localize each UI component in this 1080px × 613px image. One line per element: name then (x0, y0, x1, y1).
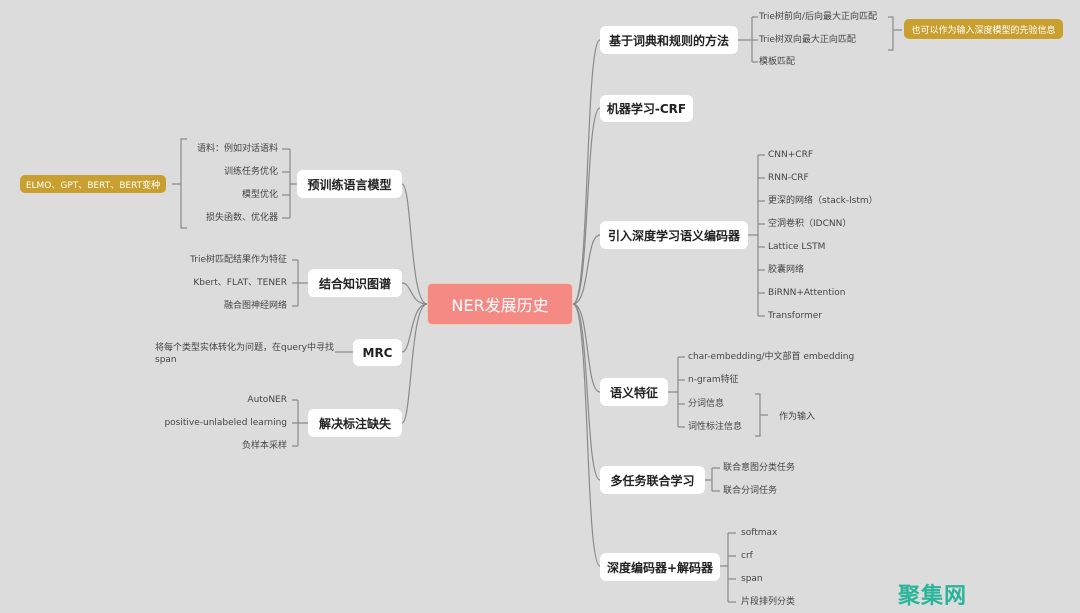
leaf: Trie树双向最大正向匹配 (759, 35, 856, 45)
leaf: 胶囊网络 (768, 265, 805, 275)
leaf: 训练任务优化 (223, 167, 278, 177)
branch-pretrained-lm[interactable]: 预训练语言模型 (297, 170, 402, 198)
leaf: 联合分词任务 (723, 486, 778, 496)
branch-mrc[interactable]: MRC (353, 339, 402, 366)
branch-dictionary-rules[interactable]: 基于词典和规则的方法 (600, 26, 738, 54)
leaf: 模型优化 (241, 190, 278, 200)
branch-encoder-decoder[interactable]: 深度编码器+解码器 (600, 553, 720, 581)
leaf: 将每个类型实体转化为问题，在query中寻找span (155, 343, 334, 365)
note-prior-info: 也可以作为输入深度模型的先验信息 (904, 19, 1063, 39)
branch-missing-labels[interactable]: 解决标注缺失 (308, 409, 402, 437)
leaf: 更深的网络（stack-lstm） (768, 196, 878, 206)
leaf: 负样本采样 (241, 441, 287, 451)
leaf: CNN+CRF (768, 150, 814, 160)
leaf: n-gram特征 (688, 375, 739, 385)
leaf: 模板匹配 (759, 57, 796, 67)
leaf: Transformer (768, 311, 823, 321)
branch-deep-encoder[interactable]: 引入深度学习语义编码器 (600, 221, 748, 249)
leaf: Kbert、FLAT、TENER (193, 278, 287, 288)
leaf: AutoNER (247, 395, 287, 405)
watermark-logo: 聚集网 (898, 584, 968, 609)
central-node[interactable]: NER发展历史 (427, 283, 573, 325)
leaf: char-embedding/中文部首 embedding (688, 352, 855, 362)
leaf: 词性标注信息 (688, 422, 743, 432)
leaf: 空洞卷积（IDCNN） (768, 219, 852, 229)
leaf: Trie树匹配结果作为特征 (190, 255, 287, 265)
note-as-input: 作为输入 (779, 412, 816, 422)
leaf: 片段排列分类 (741, 597, 796, 607)
leaf: Trie树前向/后向最大正向匹配 (759, 12, 877, 22)
leaf: 融合图神经网络 (223, 301, 287, 311)
leaf: Lattice LSTM (768, 242, 826, 252)
branch-knowledge-graph[interactable]: 结合知识图谱 (308, 269, 402, 297)
leaf: crf (741, 551, 753, 561)
note-model-list: ELMO、GPT、BERT、BERT变种 (20, 175, 166, 193)
leaf: positive-unlabeled learning (164, 418, 287, 428)
leaf: RNN-CRF (768, 173, 809, 183)
leaf: 语料：例如对话语料 (196, 144, 278, 154)
branch-multitask[interactable]: 多任务联合学习 (600, 466, 705, 494)
leaf: 损失函数、优化器 (205, 213, 278, 223)
leaf: 联合意图分类任务 (723, 463, 796, 473)
branch-semantic-features[interactable]: 语义特征 (600, 378, 668, 406)
leaf: span (741, 574, 763, 584)
branch-ml-crf[interactable]: 机器学习-CRF (600, 95, 693, 122)
leaf: BiRNN+Attention (768, 288, 846, 298)
leaf: softmax (741, 528, 778, 538)
leaf: 分词信息 (688, 399, 725, 409)
